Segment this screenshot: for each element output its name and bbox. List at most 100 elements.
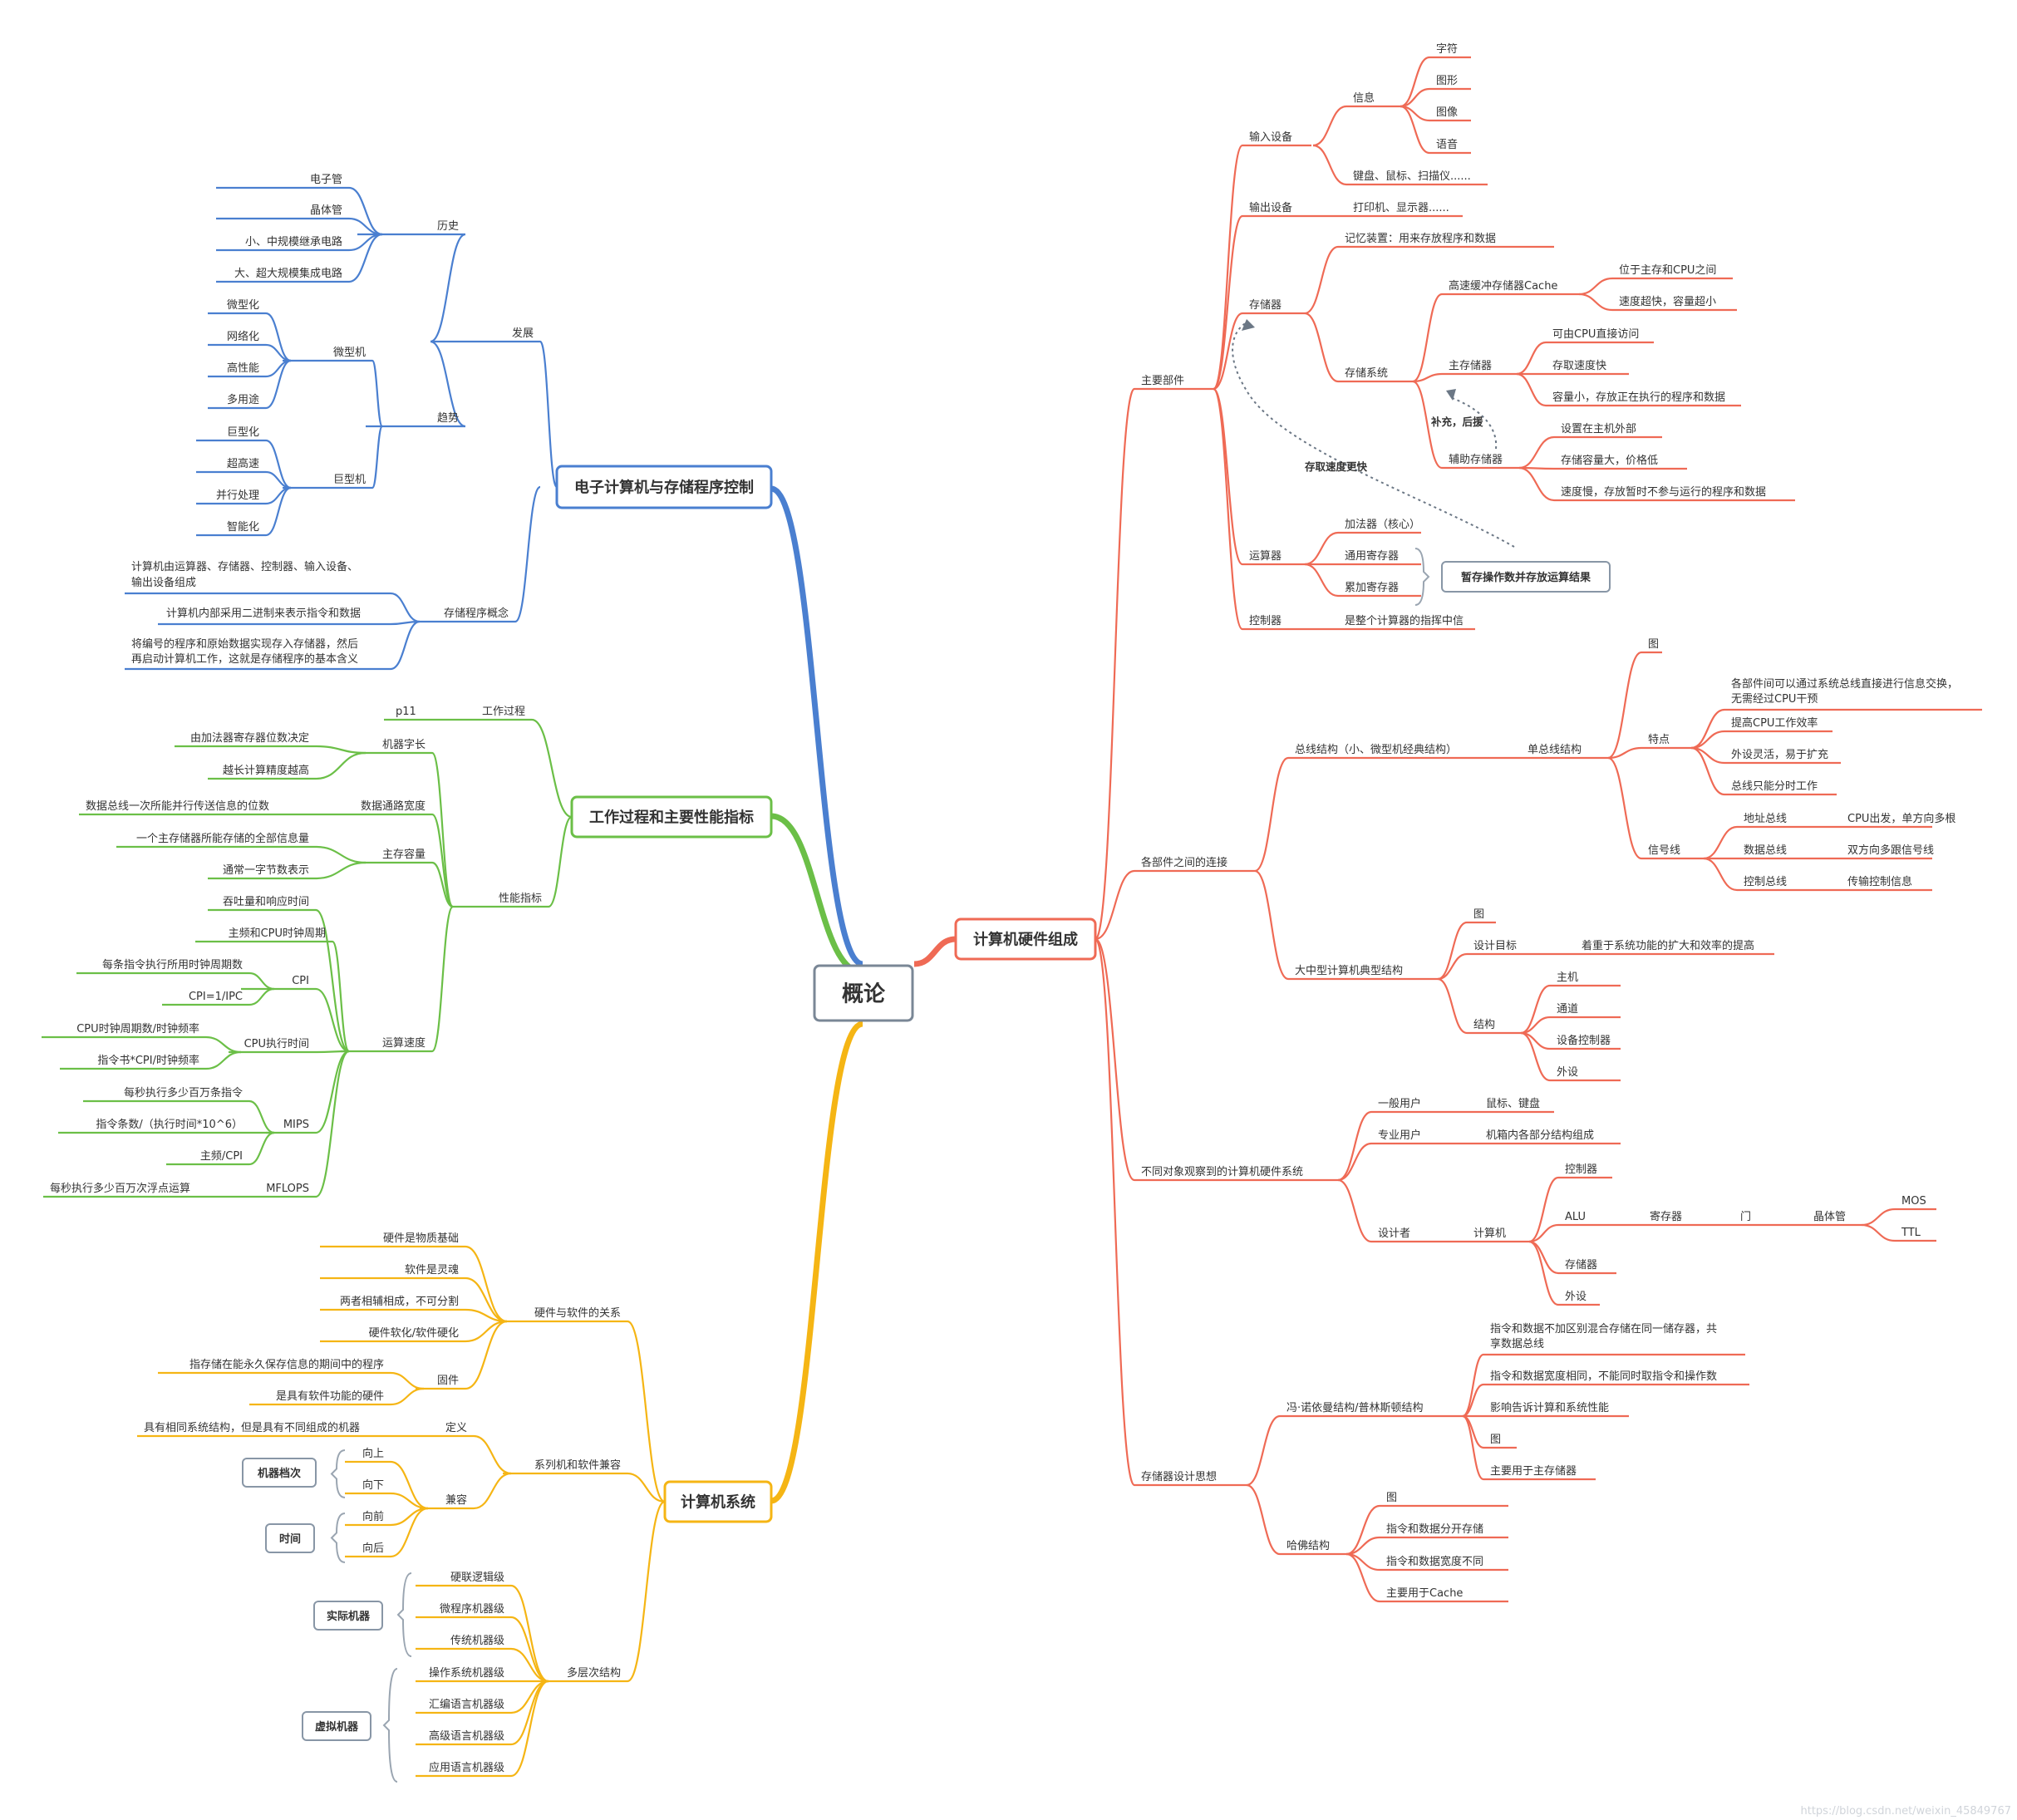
branch-title-system-box <box>663 1480 773 1523</box>
connector <box>315 1050 350 1198</box>
connector <box>390 1507 429 1558</box>
duocengci-item: 高级语言机器级 <box>429 1729 504 1743</box>
zhucun-r-item: 容量小，存放正在执行的程序和数据 <box>1552 391 1725 404</box>
connector <box>1337 1142 1372 1182</box>
node-shuchu: 输出设备 <box>1249 201 1292 214</box>
root-node: 概论 <box>842 981 886 1006</box>
node-jisuanji: 计算机 <box>1473 1227 1506 1240</box>
arrow-head <box>1242 319 1255 331</box>
zhuanye-desc: 机箱内各部分结构组成 <box>1486 1129 1594 1142</box>
connector <box>390 592 421 623</box>
connector <box>1212 214 1244 391</box>
gujian-item: 是具有软件功能的硬件 <box>276 1390 384 1403</box>
fengnuo-item: 图 <box>1490 1434 1501 1446</box>
connector <box>1254 869 1289 981</box>
fengnuo-item: 影响告诉计算和系统性能 <box>1490 1401 1609 1414</box>
watermark: https://blog.csdn.net/weixin_45849767 <box>1800 1805 2011 1818</box>
connector <box>390 620 421 671</box>
node-jiegou: 结构 <box>1473 1019 1495 1031</box>
cunchu-text-3b: 再启动计算机工作，这就是存储程序的基本含义 <box>131 652 358 666</box>
connector <box>1528 1240 1559 1275</box>
duocengci-item: 微程序机器级 <box>440 1603 504 1616</box>
sheji-desc: 着重于系统功能的扩大和效率的提高 <box>1582 939 1754 952</box>
connector <box>1690 730 1725 750</box>
box-xuni: 虚拟机器 <box>315 1720 359 1734</box>
connector <box>248 1131 275 1166</box>
jianrong-item: 向后 <box>362 1542 384 1555</box>
box-shijian: 时间 <box>279 1532 301 1546</box>
connector <box>1607 746 1642 760</box>
mflops-desc: 每秒执行多少百万次浮点运算 <box>50 1182 190 1195</box>
node-mflops: MFLOPS <box>266 1183 309 1195</box>
yiban-desc: 鼠标、键盘 <box>1486 1097 1540 1110</box>
dingyi-desc: 具有相同系统结构，但是具有不同组成的机器 <box>144 1421 360 1434</box>
fuzhu-item: 存储容量大，价格低 <box>1561 454 1658 467</box>
relation-label: 存取速度更快 <box>1304 460 1368 473</box>
connector <box>371 425 384 489</box>
juxingji-item: 并行处理 <box>216 489 259 502</box>
cpi-item: CPI=1/IPC <box>189 991 243 1003</box>
alu-chain-2: 晶体管 <box>1813 1211 1846 1223</box>
connector <box>248 987 275 1006</box>
relation-arrow <box>1232 322 1515 548</box>
connector <box>1246 1483 1281 1556</box>
connector <box>1437 952 1468 981</box>
connector <box>1337 1110 1372 1182</box>
yingruan-item: 硬件是物质基础 <box>383 1232 459 1245</box>
mips-item: 主频/CPI <box>200 1150 243 1163</box>
connector <box>1437 977 1468 1035</box>
node-labels: 概论电子计算机与存储程序控制发展历史电子管晶体管小、中规模继承电路大、超大规模集… <box>50 42 2011 1818</box>
connector <box>1412 380 1443 470</box>
xinxi-item: 字符 <box>1436 42 1458 56</box>
connector <box>430 905 455 1053</box>
connector <box>430 813 455 908</box>
node-xilie: 系列机和软件兼容 <box>534 1458 621 1472</box>
node-dingyi: 定义 <box>445 1422 467 1434</box>
duocengci-item: 汇编语言机器级 <box>429 1699 504 1711</box>
branch-title-hardware-box <box>954 917 1097 961</box>
tedian-item: 外设灵活，易于扩充 <box>1731 748 1828 761</box>
node-zhuyao: 主要部件 <box>1141 375 1184 387</box>
node-zhucun: 主存储器 <box>1449 360 1492 372</box>
node-danzong: 单总线结构 <box>1528 744 1582 756</box>
connector <box>315 987 350 1053</box>
connector <box>465 1320 508 1390</box>
node-tu-1: 图 <box>1648 638 1659 651</box>
connector <box>265 486 292 537</box>
mips-item: 指令条数/（执行时间*10^6） <box>96 1118 243 1131</box>
connector <box>248 971 275 991</box>
connector <box>473 1434 512 1475</box>
yingruan-item: 两者相辅相成，不可分割 <box>340 1295 459 1308</box>
cunchu-text-2: 计算机内部采用二进制来表示指令和数据 <box>166 607 361 620</box>
connector <box>315 1050 350 1134</box>
node-mips: MIPS <box>283 1119 309 1131</box>
connector <box>1304 531 1339 566</box>
connector <box>1095 869 1135 941</box>
fengnuo-item-1: 享数据总线 <box>1490 1337 1544 1350</box>
zhucun-item: 通常一字节数表示 <box>223 864 309 877</box>
brace <box>330 1513 346 1563</box>
connector <box>205 1050 242 1070</box>
node-xingneng: 性能指标 <box>499 893 542 905</box>
fuzhu-item: 设置在主机外部 <box>1561 423 1636 435</box>
connector <box>1462 1414 1484 1481</box>
jianrong-item: 向上 <box>362 1447 384 1460</box>
connector <box>1304 245 1339 315</box>
connector <box>430 751 455 908</box>
branch-title-computer-storage: 电子计算机与存储程序控制 <box>574 478 754 496</box>
box-xuni-box <box>302 1711 371 1741</box>
connector <box>265 359 292 410</box>
hafo-item: 主要用于Cache <box>1386 1587 1463 1600</box>
weixingji-item: 多用途 <box>227 393 259 406</box>
tedian-item-0: 各部件间可以通过系统总线直接进行信息交换， <box>1731 677 1958 691</box>
node-zongxian: 总线结构（小、微型机经典结构） <box>1295 744 1457 756</box>
node-cunchuqi: 存储器 <box>1249 299 1282 312</box>
box-zancun-box <box>1441 561 1611 593</box>
yingruan-item: 硬件软化/软件硬化 <box>369 1327 459 1340</box>
hafo-item: 指令和数据宽度不同 <box>1386 1555 1483 1568</box>
node-lianjie: 各部件之间的连接 <box>1141 856 1227 869</box>
connector <box>1528 1176 1559 1243</box>
cpi-item: 每条指令执行所用时钟周期数 <box>102 958 243 971</box>
node-fengnuo: 冯·诺依曼结构/普林斯顿结构 <box>1286 1402 1424 1414</box>
